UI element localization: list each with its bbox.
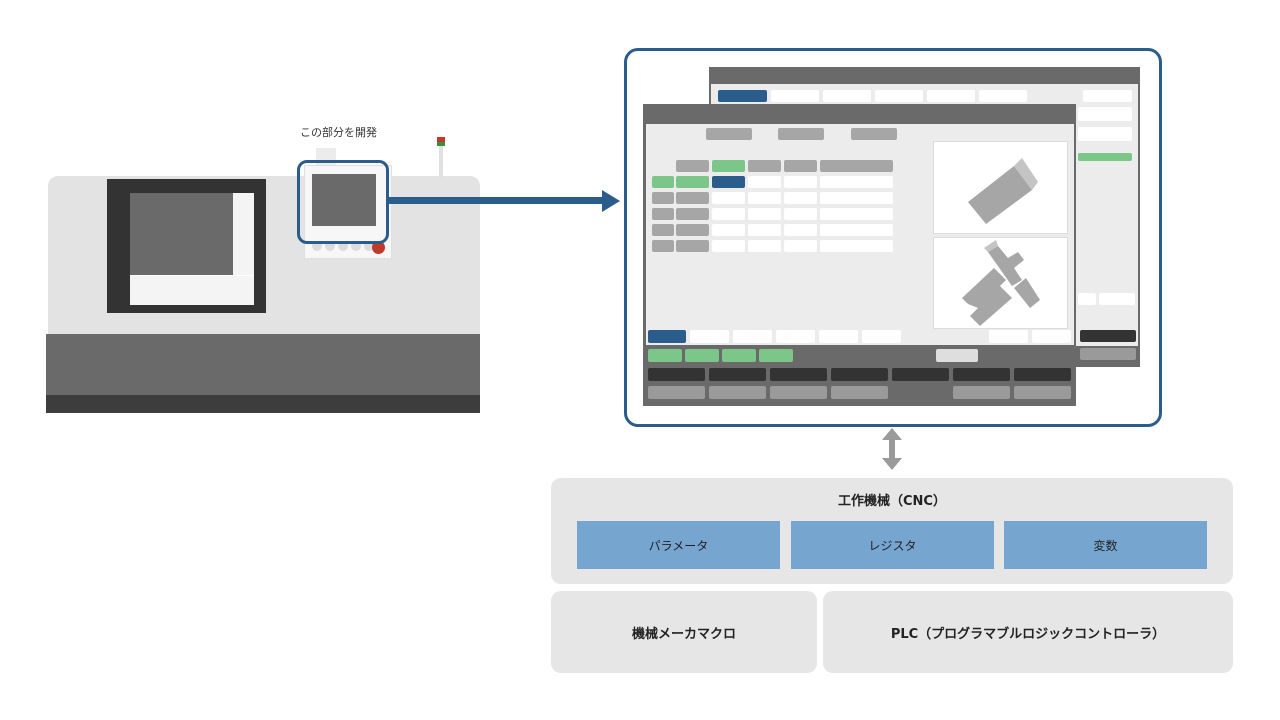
- machine-window-bottom: [130, 276, 254, 305]
- front-tab: [690, 330, 729, 343]
- cnc-item-register: レジスタ: [791, 521, 994, 569]
- back-tab: [927, 90, 975, 102]
- control-panel-highlight: [297, 160, 389, 244]
- front-tab: [862, 330, 901, 343]
- plc-block: PLC（プログラマブルロジックコントローラ）: [823, 591, 1233, 673]
- control-panel-screen: [312, 174, 376, 226]
- front-tab: [1032, 330, 1071, 343]
- front-tab: [776, 330, 815, 343]
- front-top-button: [778, 128, 824, 140]
- front-top-button: [706, 128, 752, 140]
- machine-window-side: [233, 193, 254, 275]
- back-tab: [875, 90, 923, 102]
- back-side-status: [1078, 153, 1132, 161]
- control-panel-buttons: [312, 241, 382, 253]
- back-soft-key: [1080, 330, 1136, 342]
- back-side-field: [1078, 107, 1132, 121]
- back-tab: [771, 90, 819, 102]
- back-side-field: [1083, 90, 1132, 102]
- signal-lamp-green: [437, 142, 445, 146]
- status-field: [936, 349, 978, 362]
- 3d-view-bottom: [933, 237, 1068, 329]
- signal-lamp-red: [437, 137, 445, 143]
- front-top-button: [851, 128, 897, 140]
- machine-base-bottom: [46, 395, 480, 413]
- workpiece-shape-icon: [968, 158, 1038, 224]
- back-side-button: [1099, 293, 1135, 305]
- bidirectional-arrow-icon: [882, 428, 902, 470]
- back-soft-key: [1080, 348, 1136, 360]
- back-tab: [823, 90, 871, 102]
- status-indicator: [648, 349, 682, 362]
- cnc-item-variable: 変数: [1004, 521, 1207, 569]
- front-tab: [989, 330, 1028, 343]
- signal-lamp-pole: [439, 146, 443, 178]
- emergency-stop-button: [372, 241, 385, 254]
- back-tab-active: [718, 90, 767, 102]
- control-panel-mount: [316, 148, 336, 170]
- tool-shape-icon: [962, 240, 1040, 326]
- flow-arrow-shaft: [388, 197, 604, 204]
- back-tab: [979, 90, 1027, 102]
- status-indicator: [722, 349, 756, 362]
- machine-base-band: [46, 334, 480, 396]
- flow-arrow-head: [602, 190, 620, 212]
- cnc-title: 工作機械（CNC）: [838, 494, 946, 509]
- front-tab: [733, 330, 772, 343]
- 3d-view-top: [933, 141, 1068, 234]
- status-indicator: [759, 349, 793, 362]
- cnc-item-parameter: パラメータ: [577, 521, 780, 569]
- front-tab: [819, 330, 858, 343]
- callout-label: この部分を開発: [300, 126, 377, 139]
- machine-window: [130, 193, 233, 275]
- status-indicator: [685, 349, 719, 362]
- back-side-field: [1078, 127, 1132, 141]
- front-tab-active: [648, 330, 686, 343]
- back-side-button: [1078, 293, 1096, 305]
- macro-block: 機械メーカマクロ: [551, 591, 817, 673]
